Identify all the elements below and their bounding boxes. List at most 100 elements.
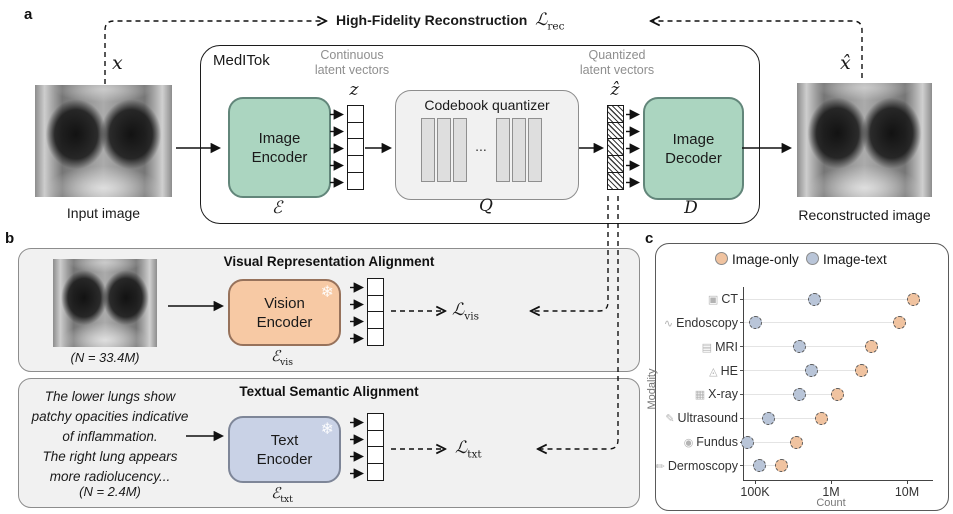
chart-y-axis <box>743 287 744 481</box>
row-gridline <box>744 322 900 324</box>
output-var-xhat: x̂ <box>840 52 851 74</box>
image-only-dot-ct <box>906 292 920 306</box>
alignment-xray-image <box>53 259 157 347</box>
image-only-dot-dermoscopy <box>774 459 788 473</box>
modality-chart-box <box>655 243 949 511</box>
mri-icon: ▤ <box>701 341 713 354</box>
x-tick-mark <box>755 480 756 484</box>
category-label-mri: ▤MRI <box>646 339 738 356</box>
category-name: MRI <box>715 339 738 354</box>
loss-rec: ℒrec <box>535 10 565 33</box>
codebook-entry <box>421 118 435 182</box>
loss-vis: ℒvis <box>452 300 479 323</box>
dermoscopy-icon: ✏ <box>655 460 665 473</box>
x-tick-label: 10M <box>894 485 920 499</box>
image-only-legend-swatch <box>715 252 729 265</box>
image-text-dot-ct <box>807 292 821 306</box>
codebook-entry <box>453 118 467 182</box>
category-name: HE <box>720 363 738 378</box>
report-text: The lower lungs show patchy opacities in… <box>31 389 189 484</box>
ct-icon: ▣ <box>707 294 719 306</box>
z-var: z <box>349 80 359 100</box>
codebook-entry <box>437 118 451 182</box>
panel-c-label: c <box>645 230 654 247</box>
visual-n-label: (N = 33.4M) <box>70 350 140 365</box>
image-encoder-box: Image Encoder <box>228 97 331 198</box>
textual-n-label: (N = 2.4M) <box>79 484 141 499</box>
category-label-ct: ▣CT <box>646 291 738 308</box>
x-tick-mark <box>907 480 908 484</box>
endoscopy-icon: ∿ <box>663 317 674 330</box>
image-text-dot-x-ray <box>793 387 807 401</box>
quantized-latent-column <box>607 104 624 191</box>
meditok-label: MedITok <box>213 52 270 69</box>
input-image-caption: Input image <box>66 205 141 221</box>
decoder-symbol: D <box>684 198 698 218</box>
row-gridline <box>744 370 862 372</box>
category-label-ultrasound: ✎Ultrasound <box>646 410 738 427</box>
fundus-icon: ◉ <box>683 437 694 450</box>
x-tick-mark <box>831 480 832 484</box>
image-only-dot-he <box>854 364 868 378</box>
image-decoder-box: Image Decoder <box>643 97 744 200</box>
zhat-var: ẑ <box>610 80 620 100</box>
input-var-x: x <box>112 52 123 74</box>
codebook-entry <box>496 118 510 182</box>
category-tick <box>740 298 743 300</box>
image-only-dot-x-ray <box>830 387 844 401</box>
chart-x-axis <box>743 480 933 481</box>
image-only-legend-label: Image-only <box>731 252 799 267</box>
category-label-dermoscopy: ✏Dermoscopy <box>646 458 738 475</box>
x-tick-label: 1M <box>822 485 840 499</box>
category-tick <box>740 346 743 348</box>
image-text-dot-he <box>804 364 818 378</box>
image-only-dot-ultrasound <box>815 411 828 425</box>
category-tick <box>740 417 743 419</box>
image-text-dot-mri <box>792 340 806 354</box>
image-text-dot-dermoscopy <box>753 459 767 473</box>
category-name: X-ray <box>708 387 738 402</box>
image-text-dot-fundus <box>741 435 755 449</box>
category-tick <box>740 393 743 395</box>
codebook-quantizer-label: Codebook quantizer <box>424 97 550 113</box>
panel-b-label: b <box>5 230 15 247</box>
row-gridline <box>744 346 872 348</box>
row-gridline <box>744 393 838 395</box>
category-tick <box>740 465 743 467</box>
reconstructed-image-caption: Reconstructed image <box>798 207 931 223</box>
category-tick <box>740 370 743 372</box>
chart-xlabel: Count <box>816 497 846 509</box>
frozen-snowflake-icon: ❄ <box>320 421 334 438</box>
category-name: Ultrasound <box>677 411 738 426</box>
image-text-legend-label: Image-text <box>823 252 887 267</box>
visual-alignment-title: Visual Representation Alignment <box>223 254 435 269</box>
loss-txt: ℒtxt <box>455 438 482 461</box>
he-icon: ◬ <box>709 365 718 378</box>
category-name: CT <box>721 292 738 306</box>
reconstruction-title: High-Fidelity Reconstruction ℒrec <box>336 10 565 33</box>
image-text-dot-endoscopy <box>748 316 762 330</box>
codebook-entry <box>528 118 542 182</box>
category-name: Fundus <box>696 435 738 450</box>
vision-feature-column <box>367 277 384 347</box>
ultrasound-icon: ✎ <box>665 413 675 426</box>
image-only-dot-fundus <box>789 435 803 449</box>
image-text-legend-swatch <box>806 252 820 265</box>
continuous-latent-column <box>347 104 364 191</box>
codebook-ellipsis: ... <box>475 138 487 154</box>
panel-a-label: a <box>24 6 33 23</box>
reconstructed-xray-image <box>797 83 932 197</box>
row-gridline <box>744 298 914 300</box>
category-label-he: ◬HE <box>646 363 738 380</box>
category-name: Endoscopy <box>676 315 738 330</box>
image-only-dot-endoscopy <box>893 316 907 330</box>
image-only-dot-mri <box>864 340 878 354</box>
image-text-dot-ultrasound <box>761 411 775 425</box>
text-feature-column <box>367 412 384 482</box>
frozen-snowflake-icon: ❄ <box>320 284 334 301</box>
category-tick <box>740 322 743 324</box>
category-name: Dermoscopy <box>667 458 738 473</box>
